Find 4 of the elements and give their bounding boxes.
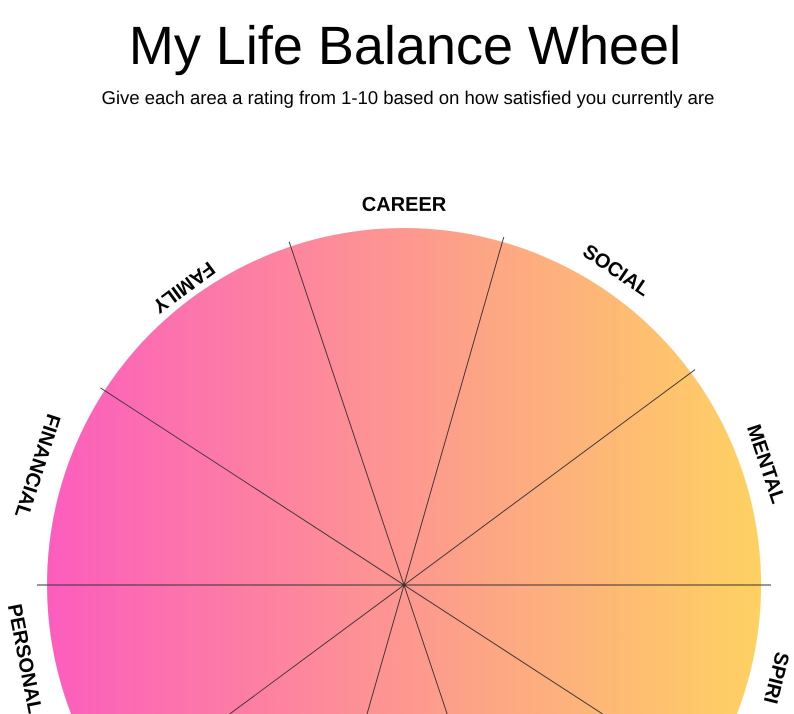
area-label: PERSONAL — [8, 604, 41, 714]
title: My Life Balance Wheel — [133, 24, 678, 76]
subtitle: Give each area a rating from 1-10 based on how satisfied you currently are — [102, 90, 714, 108]
area-label: CAREER — [362, 196, 446, 212]
